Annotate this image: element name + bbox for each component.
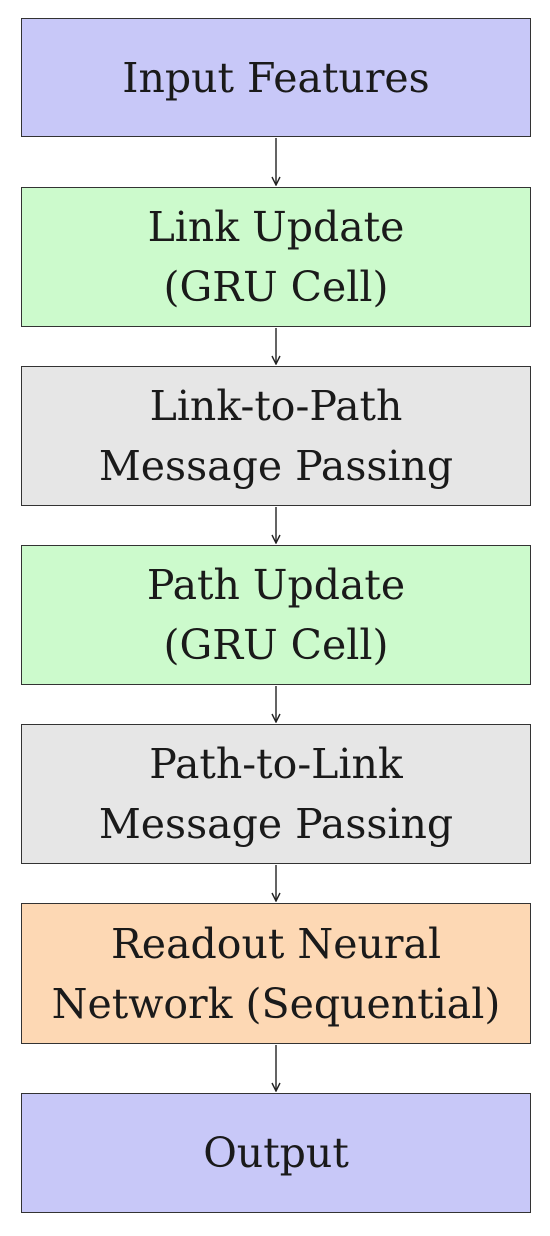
node-readout-neural-network: Readout Neural Network (Sequential): [21, 903, 531, 1044]
node-path-to-link-message-passing: Path-to-Link Message Passing: [21, 724, 531, 864]
node-label: Link Update: [147, 203, 405, 251]
node-input-features: Input Features: [21, 18, 531, 137]
node-label: Input Features: [122, 53, 430, 102]
node-sublabel: Message Passing: [98, 442, 454, 490]
node-sublabel: (GRU Cell): [163, 621, 389, 669]
node-label: Readout Neural: [110, 919, 442, 968]
node-label: Output: [203, 1129, 349, 1177]
node-sublabel: Network (Sequential): [51, 979, 501, 1028]
node-label: Path-to-Link: [149, 740, 403, 788]
node-output: Output: [21, 1093, 531, 1213]
node-label: Link-to-Path: [149, 382, 403, 430]
node-sublabel: Message Passing: [98, 800, 454, 848]
node-link-to-path-message-passing: Link-to-Path Message Passing: [21, 366, 531, 506]
node-link-update: Link Update (GRU Cell): [21, 187, 531, 327]
node-sublabel: (GRU Cell): [163, 263, 389, 311]
node-label: Path Update: [146, 561, 406, 609]
node-path-update: Path Update (GRU Cell): [21, 545, 531, 685]
